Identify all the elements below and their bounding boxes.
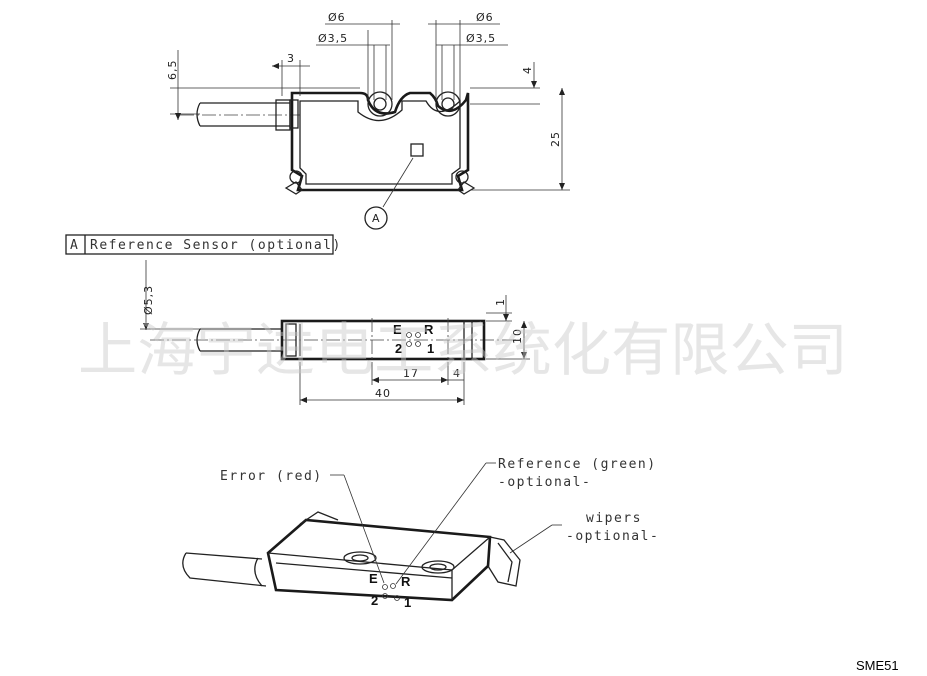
callout-a-circle [364, 206, 388, 230]
side-mark-e: E [393, 322, 402, 337]
label-reference-optional: -optional- [498, 475, 591, 490]
dim-width-4: 4 [453, 367, 461, 380]
label-wipers-optional: -optional- [566, 529, 659, 544]
dim-right-hole-inner: Ø3,5 [466, 32, 496, 45]
dim-offset-left: 3 [287, 52, 295, 65]
top-housing [289, 91, 470, 192]
dim-height: 25 [549, 131, 562, 147]
model-label: SME51 [856, 658, 899, 673]
top-view: A Ø6 Ø3,5 Ø6 Ø3,5 3 6,5 4 [166, 11, 570, 230]
dim-offset-right: 4 [521, 66, 534, 74]
top-hole-right [435, 91, 461, 117]
dim-top-small: 1 [494, 298, 507, 306]
iso-mark-e: E [369, 571, 378, 586]
reference-sensor-square [410, 143, 424, 157]
label-error: Error (red) [220, 469, 323, 484]
dim-left-hole-outer: Ø6 [328, 11, 346, 24]
callout-a: A [372, 212, 381, 225]
legend-text: Reference Sensor (optional) [90, 238, 342, 253]
side-mark-r: R [424, 322, 434, 337]
iso-mark-r: R [401, 574, 411, 589]
label-wipers: wipers [586, 511, 642, 526]
iso-mark-1: 1 [404, 595, 411, 610]
dim-width-17: 17 [403, 367, 419, 380]
top-hole-left [367, 91, 393, 117]
dim-right-hole-outer: Ø6 [476, 11, 494, 24]
dim-left-hole-inner: Ø3,5 [318, 32, 348, 45]
side-mark-2: 2 [395, 341, 402, 356]
iso-mark-2: 2 [371, 593, 378, 608]
dim-cable-dia: Ø5,3 [142, 285, 155, 315]
top-cable [180, 99, 300, 131]
side-mark-1: 1 [427, 341, 434, 356]
dim-thickness: 10 [511, 328, 524, 344]
watermark: 上海宇进电工系统化有限公司 [78, 316, 848, 384]
legend: A Reference Sensor (optional) [65, 234, 342, 255]
iso-view: E R 2 1 Error (red) Reference (green) -o… [182, 457, 659, 610]
dim-offset-top: 6,5 [166, 60, 179, 81]
dim-length: 40 [375, 387, 391, 400]
legend-key: A [70, 238, 79, 253]
label-reference: Reference (green) [498, 457, 657, 472]
side-view: Ø5,3 E R 2 1 1 10 17 4 40 [140, 260, 530, 405]
